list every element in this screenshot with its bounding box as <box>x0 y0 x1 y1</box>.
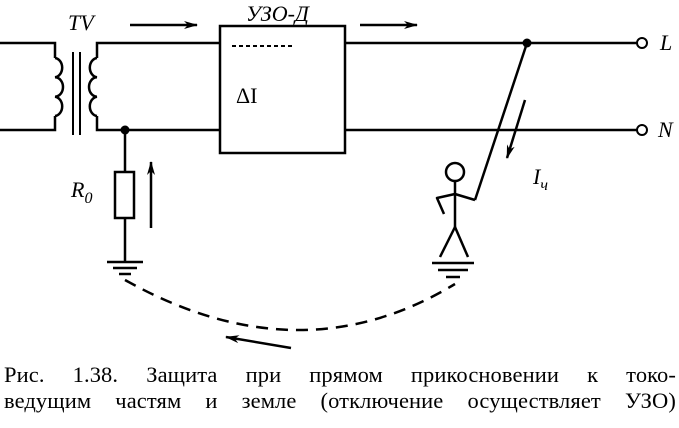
terminal-n <box>636 124 648 136</box>
person-figure <box>432 161 476 279</box>
neutral-wire-n <box>95 116 637 132</box>
primary-leads <box>0 41 57 132</box>
earth-return-path <box>124 278 456 332</box>
rcd-protection-diagram: TV УЗО-Д ΔI L N R0 Iч <box>0 1 674 350</box>
figure-caption: Рис. 1.38. Защита при прямом прикосновен… <box>4 362 676 414</box>
label-l: L <box>659 30 672 55</box>
caption-line-1: Рис. 1.38. Защита при прямом прикосновен… <box>4 362 676 387</box>
label-delta-i: ΔI <box>236 83 257 108</box>
resistor-r0 <box>113 170 136 220</box>
caption-line-2: ведущим частям и земле (отключение осуще… <box>4 388 676 413</box>
touch-path <box>473 38 532 201</box>
label-rcd: УЗО-Д <box>246 1 310 26</box>
label-ich: Iч <box>532 164 548 194</box>
phase-wire-l <box>95 41 637 58</box>
label-r0: R0 <box>70 177 92 207</box>
transformer-tv <box>54 52 98 135</box>
terminal-l <box>636 37 648 49</box>
earth-return-arrow <box>225 335 292 350</box>
label-tv: TV <box>68 10 96 35</box>
rcd-box <box>218 24 347 155</box>
label-n: N <box>657 117 674 142</box>
neutral-grounding <box>107 125 143 276</box>
